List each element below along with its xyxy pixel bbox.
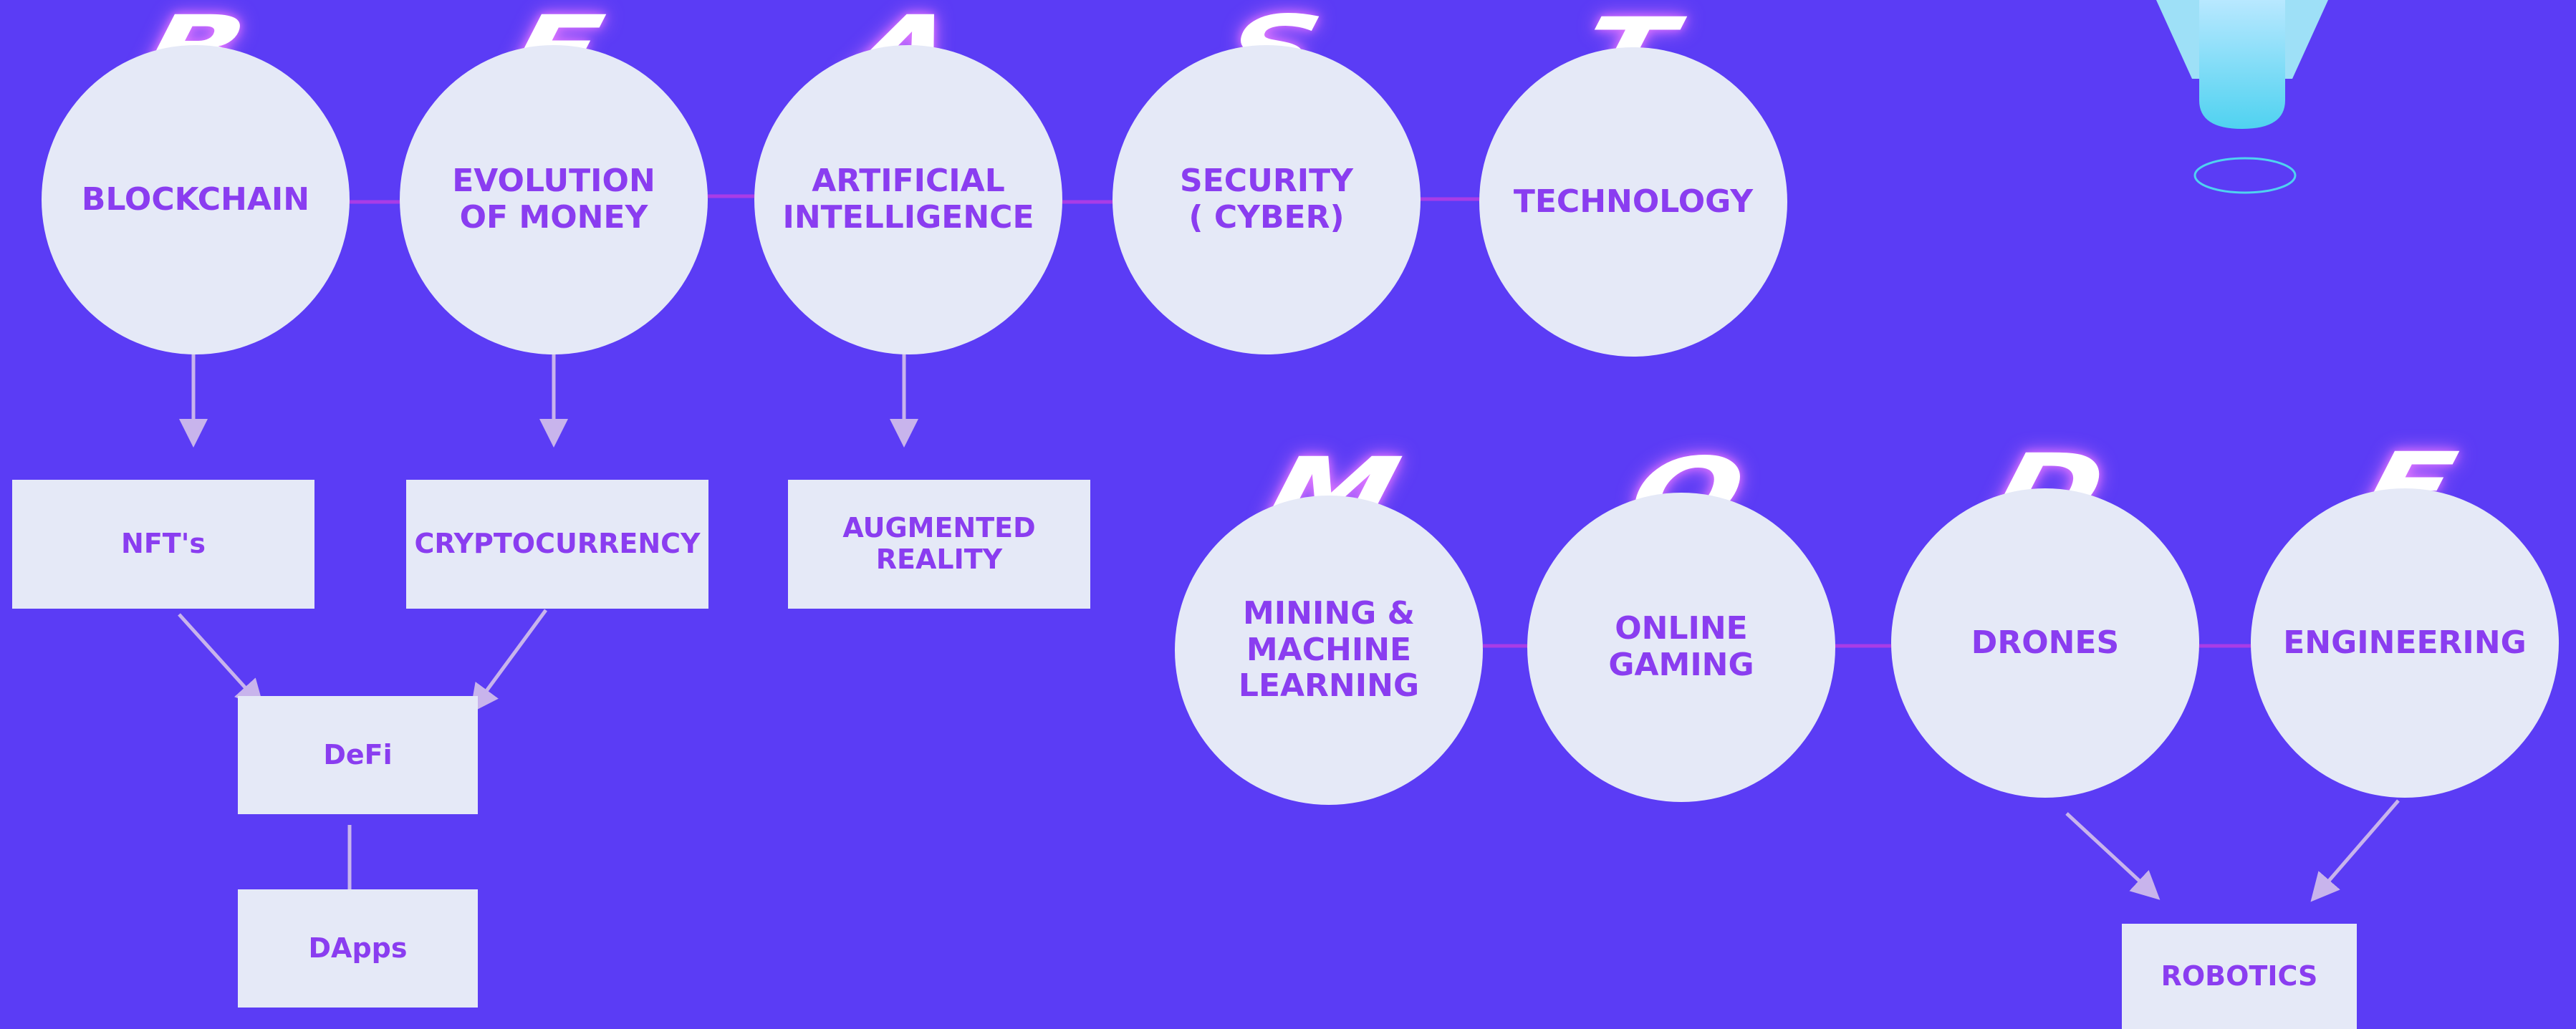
node-label: DRONES — [1971, 624, 2120, 661]
node-technology: TECHNOLOGY — [1479, 47, 1787, 357]
node-security-cyber: SECURITY ( CYBER) — [1112, 45, 1421, 354]
box-augmented-reality: AUGMENTED REALITY — [788, 480, 1090, 609]
box-dapps: DApps — [238, 889, 478, 1008]
node-evolution-of-money: EVOLUTION OF MONEY — [400, 45, 708, 354]
node-label-line1: ONLINE — [1615, 610, 1748, 647]
arrow-engineering-to-robotics — [2310, 799, 2400, 902]
box-robotics: ROBOTICS — [2122, 924, 2357, 1029]
box-label-line2: REALITY — [875, 544, 1003, 575]
node-label: ENGINEERING — [2283, 624, 2527, 661]
box-label-line1: AUGMENTED — [842, 512, 1036, 544]
box-label: CRYPTOCURRENCY — [414, 528, 701, 560]
box-label: DeFi — [323, 738, 393, 770]
node-label-line2: GAMING — [1608, 647, 1754, 683]
node-label-line1: ARTIFICIAL — [812, 163, 1005, 200]
node-label-line2: LEARNING — [1238, 667, 1420, 705]
node-engineering: ENGINEERING — [2251, 488, 2559, 798]
node-label: BLOCKCHAIN — [81, 180, 310, 218]
node-label-line1: SECURITY — [1180, 163, 1353, 200]
box-cryptocurrency: CRYPTOCURRENCY — [406, 480, 708, 609]
node-label-line1: MINING & MACHINE — [1243, 595, 1415, 668]
box-nfts: NFT's — [12, 480, 314, 609]
arrow-nfts-to-defi — [178, 613, 264, 709]
node-blockchain: BLOCKCHAIN — [42, 45, 350, 354]
node-label-line1: EVOLUTION — [452, 163, 655, 200]
node-label: TECHNOLOGY — [1513, 183, 1754, 220]
node-artificial-intelligence: ARTIFICIAL INTELLIGENCE — [754, 45, 1062, 354]
node-online-gaming: ONLINE GAMING — [1527, 493, 1835, 802]
node-mining-machine-learning: MINING & MACHINE LEARNING — [1175, 496, 1483, 805]
box-defi: DeFi — [238, 696, 478, 814]
rocket-icon — [2156, 0, 2328, 194]
box-label: DApps — [308, 932, 408, 964]
arrow-crypto-to-defi — [470, 609, 548, 714]
node-drones: DRONES — [1891, 488, 2199, 798]
arrow-drones-to-robotics — [2065, 812, 2161, 900]
box-label: ROBOTICS — [2161, 960, 2318, 992]
node-label-line2: INTELLIGENCE — [782, 199, 1034, 236]
node-label-line2: OF MONEY — [459, 199, 648, 236]
node-label-line2: ( CYBER) — [1188, 199, 1345, 236]
box-label: NFT's — [121, 528, 206, 560]
